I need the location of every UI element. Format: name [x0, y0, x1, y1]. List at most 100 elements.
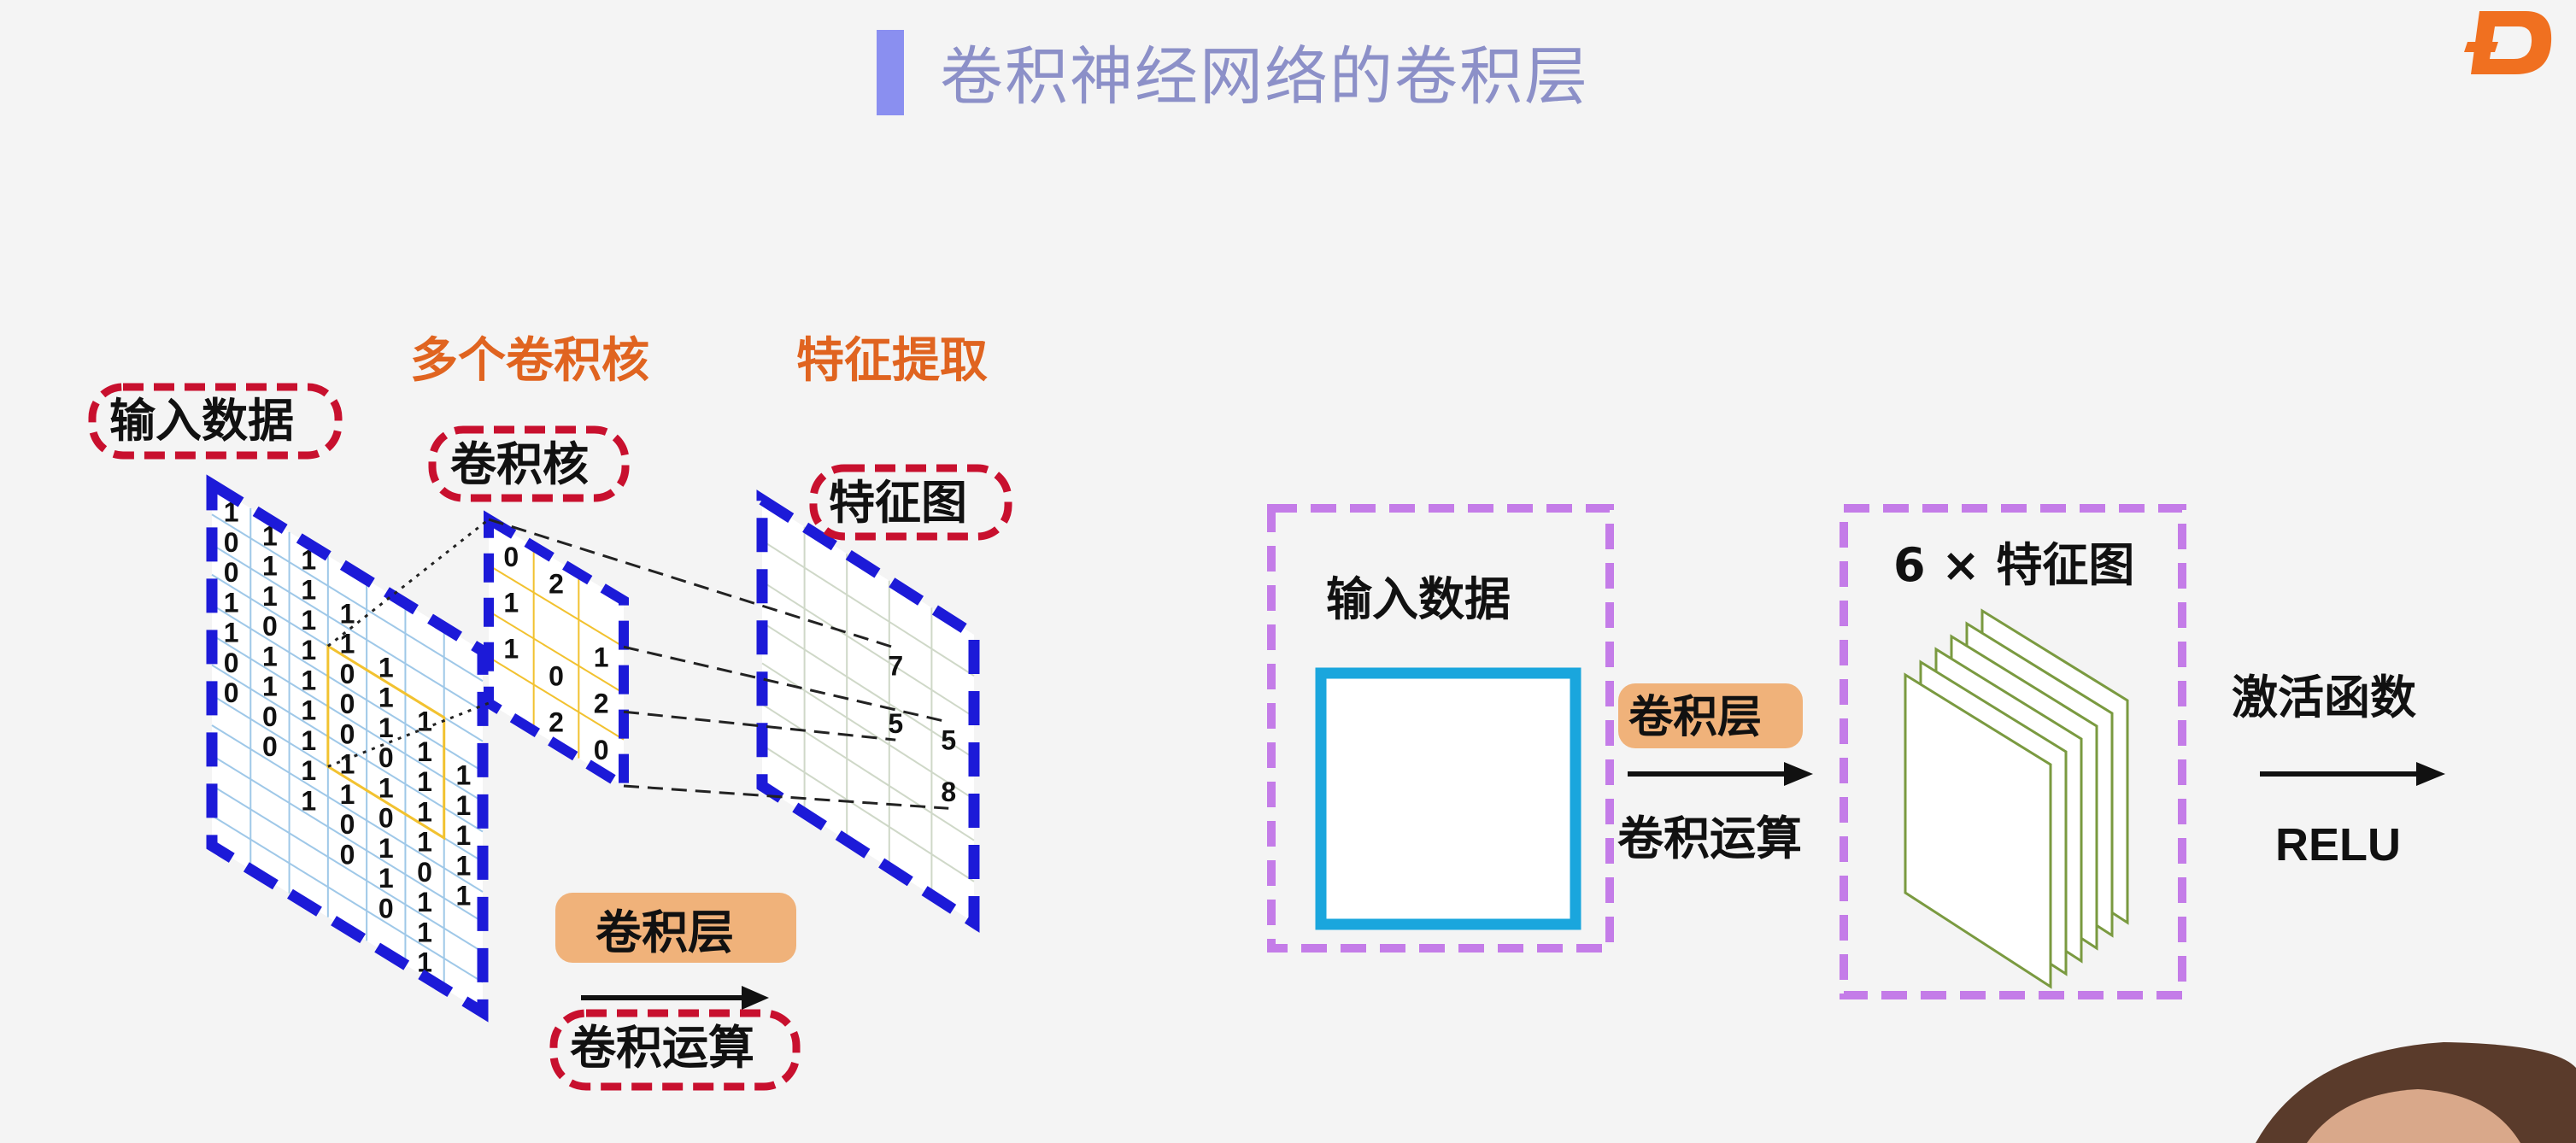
kernel-panel-border [484, 510, 629, 795]
right-conv-arrow-head [1784, 762, 1813, 786]
input-cell-value: 0 [262, 611, 278, 642]
input-cell-value: 1 [262, 671, 278, 702]
feature-map-border [756, 489, 980, 933]
activation-function-label: 激活函数 [2232, 671, 2416, 724]
projection-dashed-line [623, 710, 896, 741]
feature-maps-box [1840, 504, 2186, 999]
input-grid-line [211, 543, 484, 712]
input-cell-value: 0 [417, 857, 432, 888]
input-label-outline [88, 383, 343, 460]
input-cell-value: 1 [301, 725, 316, 756]
feature-map-grid-line [761, 621, 975, 759]
feature-map-value: 7 [888, 651, 903, 682]
kernel-grid-line [488, 656, 625, 741]
input-cell-value: 1 [340, 598, 355, 629]
projection-dashed-line [623, 784, 949, 810]
input-cell-value: 1 [417, 947, 432, 978]
right-input-data-label: 输入数据 [1326, 572, 1511, 626]
input-cell-value: 1 [301, 665, 316, 695]
kernel-cell-value: 1 [503, 588, 519, 618]
input-cell-value: 1 [417, 827, 432, 858]
input-cell-value: 1 [378, 833, 394, 864]
input-cell-value: 0 [378, 803, 394, 834]
brand-logo-icon [2464, 11, 2552, 74]
input-cell-value: 1 [301, 755, 316, 786]
feature-map-grid-line [761, 744, 975, 882]
kernel-cell-value: 2 [594, 689, 609, 719]
feature-map-value: 5 [941, 724, 956, 755]
input-data-square [1315, 667, 1581, 930]
kernel-cell-value: 0 [503, 542, 519, 572]
input-cell-value: 1 [417, 917, 432, 947]
multi-kernel-caption: 多个卷积核 [410, 333, 649, 389]
input-cell-value: 1 [378, 712, 394, 743]
conv-layer-badge: 卷积层 [596, 906, 734, 959]
input-cell-value: 1 [301, 695, 316, 726]
kernel-cell-value: 1 [503, 633, 519, 664]
input-cell-value: 0 [224, 527, 239, 558]
right-conv-diagram [1267, 504, 2576, 1143]
input-grid-line [211, 754, 484, 923]
conv-op-label-outline [549, 1009, 801, 1091]
input-grid-line [211, 784, 484, 953]
kernel-label-outline [428, 425, 630, 502]
input-cell-value: 1 [417, 766, 432, 797]
kernel-cell-value: 0 [594, 735, 609, 765]
conv-layer-badge-bg [555, 893, 796, 963]
input-grid-line [211, 724, 484, 893]
feature-map-grid-line [761, 580, 975, 718]
input-grid-line [211, 664, 484, 833]
input-cell-value: 1 [224, 587, 239, 618]
projection-dotted-line [327, 701, 490, 768]
kernel-grid-line [488, 564, 625, 648]
feature-map-value: 8 [941, 777, 956, 807]
input-cell-value: 1 [301, 575, 316, 606]
relu-label: RELU [2275, 819, 2401, 870]
input-cell-value: 0 [340, 689, 355, 719]
input-cell-value: 0 [340, 718, 355, 749]
input-cell-value: 1 [378, 683, 394, 713]
title-accent-bar [877, 30, 904, 115]
input-cell-value: 1 [417, 706, 432, 737]
input-window-highlight [326, 643, 446, 841]
input-data-label: 输入数据 [109, 394, 294, 448]
input-cell-value: 1 [340, 779, 355, 810]
input-cell-value: 1 [455, 850, 471, 881]
input-cell-value: 1 [378, 652, 394, 683]
input-cell-value: 1 [262, 641, 278, 671]
kernel-cell-value: 0 [549, 661, 564, 692]
kernel-label: 卷积核 [450, 437, 589, 491]
input-cell-value: 1 [417, 887, 432, 917]
right-conv-layer-badge-bg [1618, 683, 1803, 748]
page-title: 卷积神经网络的卷积层 [940, 40, 1589, 114]
feature-map-value: 5 [888, 708, 903, 739]
conv-arrow-head [742, 986, 769, 1010]
activation-arrow-head [2416, 762, 2445, 786]
input-cell-value: 1 [301, 605, 316, 636]
input-cell-value: 0 [262, 701, 278, 732]
input-cell-value: 1 [301, 635, 316, 665]
feature-map-grid-line [761, 540, 975, 677]
kernel-cell-value: 2 [549, 569, 564, 600]
projection-dotted-line [326, 518, 490, 648]
input-cell-value: 1 [262, 581, 278, 612]
right-conv-operation-label: 卷积运算 [1617, 812, 1802, 865]
feature-map-label-outline [809, 464, 1012, 541]
input-cell-value: 1 [340, 749, 355, 780]
input-cell-value: 1 [417, 736, 432, 767]
input-grid-line [211, 634, 484, 803]
input-grid-line [211, 604, 484, 772]
input-cell-value: 1 [340, 629, 355, 659]
input-cell-value: 0 [378, 742, 394, 773]
feature-map-grid-line [761, 703, 975, 841]
input-cell-value: 0 [340, 839, 355, 870]
left-conv-diagram: 1110111011111010111110111011001100111110… [88, 383, 1012, 1091]
conv-operation-label: 卷积运算 [570, 1021, 754, 1075]
input-grid-line [211, 513, 484, 683]
input-cell-value: 1 [378, 772, 394, 803]
input-grid-line [211, 814, 484, 983]
feature-map-label: 特征图 [829, 476, 967, 530]
input-cell-value: 1 [455, 881, 471, 911]
input-cell-value: 1 [455, 760, 471, 791]
